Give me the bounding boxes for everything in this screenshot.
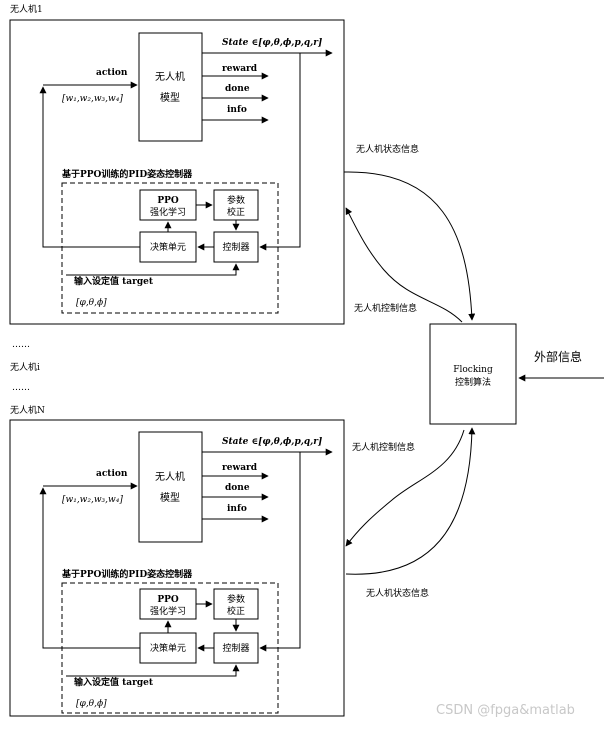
uav-1-ppo-label-1: PPO [157,196,179,206]
control-info-bottom-curve [345,429,465,547]
state-info-bottom-label: 无人机状态信息 [366,587,429,599]
uav-1-controller-label: 控制器 [222,241,249,253]
state-info-top-curve [343,171,476,321]
uav-n-ppo-block [139,588,197,620]
uav-1-input-arrow [66,263,240,276]
uav-i-title: 无人机i [10,361,40,373]
uav-1-ppo-block [139,189,197,221]
uav-1-action-label: action [96,68,128,78]
uav-n-state-label: State ∈[φ,θ,ϕ,p,q,r] [222,437,322,447]
uav-1-output-info: info [227,105,247,115]
uav-n-model-label-2: 模型 [160,491,180,504]
uav-n-action-label: action [96,469,128,479]
uav-n-action-vector: [w₁,w₂,w₃,w₄] [62,495,123,505]
uav-1-decision-to-action-arrow [39,86,140,248]
uav-1-model-label-1: 无人机 [155,70,185,83]
uav-1-decision-label: 决策单元 [150,241,186,253]
uav-n-panel: 无人机N 无人机 模型 State ∈[φ,θ,ϕ,p,q,r] reward … [9,404,345,717]
csdn-watermark: CSDN @fpga&matlab [436,703,575,718]
uav-n-title: 无人机N [10,404,45,416]
uav-1-input-label: 输入设定值 target [74,275,154,287]
uav-n-output-info: info [227,504,247,514]
uav-n-decision-to-action-arrow [39,487,140,649]
uav-n-ppo-label-2: 强化学习 [150,605,186,617]
uav-n-decision-block [139,632,197,664]
uav-1-param-label-1: 参数 [227,194,245,206]
ellipsis-1: …… [12,340,30,350]
uav-1-decision-block [139,231,197,263]
uav-n-model-block [138,431,203,543]
control-info-top-curve [345,207,463,323]
uav-n-ppo-label-1: PPO [157,595,179,605]
uav-n-param-label-1: 参数 [227,593,245,605]
uav-1-input-vector: [φ,θ,ϕ] [76,298,107,308]
state-info-top-label: 无人机状态信息 [356,143,419,155]
uav-1-model-label-2: 模型 [160,91,180,104]
uav-1-controller-block [213,231,259,263]
uav-1-output-done: done [225,84,250,94]
uav-n-output-done: done [225,483,250,493]
uav-n-input-label: 输入设定值 target [74,676,154,688]
uav-n-controller-label: 控制器 [222,642,249,654]
uav-1-controller-frame [61,182,279,314]
uav-n-controller-title: 基于PPO训练的PID姿态控制器 [61,568,193,580]
flocking-label-2: 控制算法 [455,376,491,388]
uav-n-model-label-1: 无人机 [155,470,185,483]
uav-n-state-feedback-arrow [259,452,301,652]
uav-n-output-reward: reward [222,463,258,473]
ellipsis-2: …… [12,383,30,393]
uav-1-title: 无人机1 [10,3,43,15]
state-info-bottom-curve [345,427,476,575]
uav-1-controller-title: 基于PPO训练的PID姿态控制器 [61,168,193,180]
uav-1-param-label-2: 校正 [227,206,245,218]
uav-n-input-vector: [φ,θ,ϕ] [76,699,107,709]
uav-1-param-block [213,189,259,221]
control-info-top-label: 无人机控制信息 [354,302,417,314]
flocking-label-1: Flocking [453,365,493,375]
external-info-label: 外部信息 [534,349,582,364]
uav-n-decision-label: 决策单元 [150,642,186,654]
uav-1-action-vector: [w₁,w₂,w₃,w₄] [62,94,123,104]
flocking-block [429,323,517,425]
uav-1-output-reward: reward [222,64,258,74]
control-info-bottom-label: 无人机控制信息 [352,441,415,453]
uav-n-frame [9,419,345,717]
uav-1-ppo-label-2: 强化学习 [150,206,186,218]
uav-n-input-arrow [66,664,240,677]
uav-1-panel: 无人机1 无人机 模型 State ∈[φ,θ,ϕ,p,q,r] reward … [9,3,345,325]
uav-1-state-label: State ∈[φ,θ,ϕ,p,q,r] [222,38,322,48]
uav-1-model-block [138,32,203,142]
uav-1-state-feedback-arrow [259,53,301,251]
uav-n-param-label-2: 校正 [227,605,245,617]
